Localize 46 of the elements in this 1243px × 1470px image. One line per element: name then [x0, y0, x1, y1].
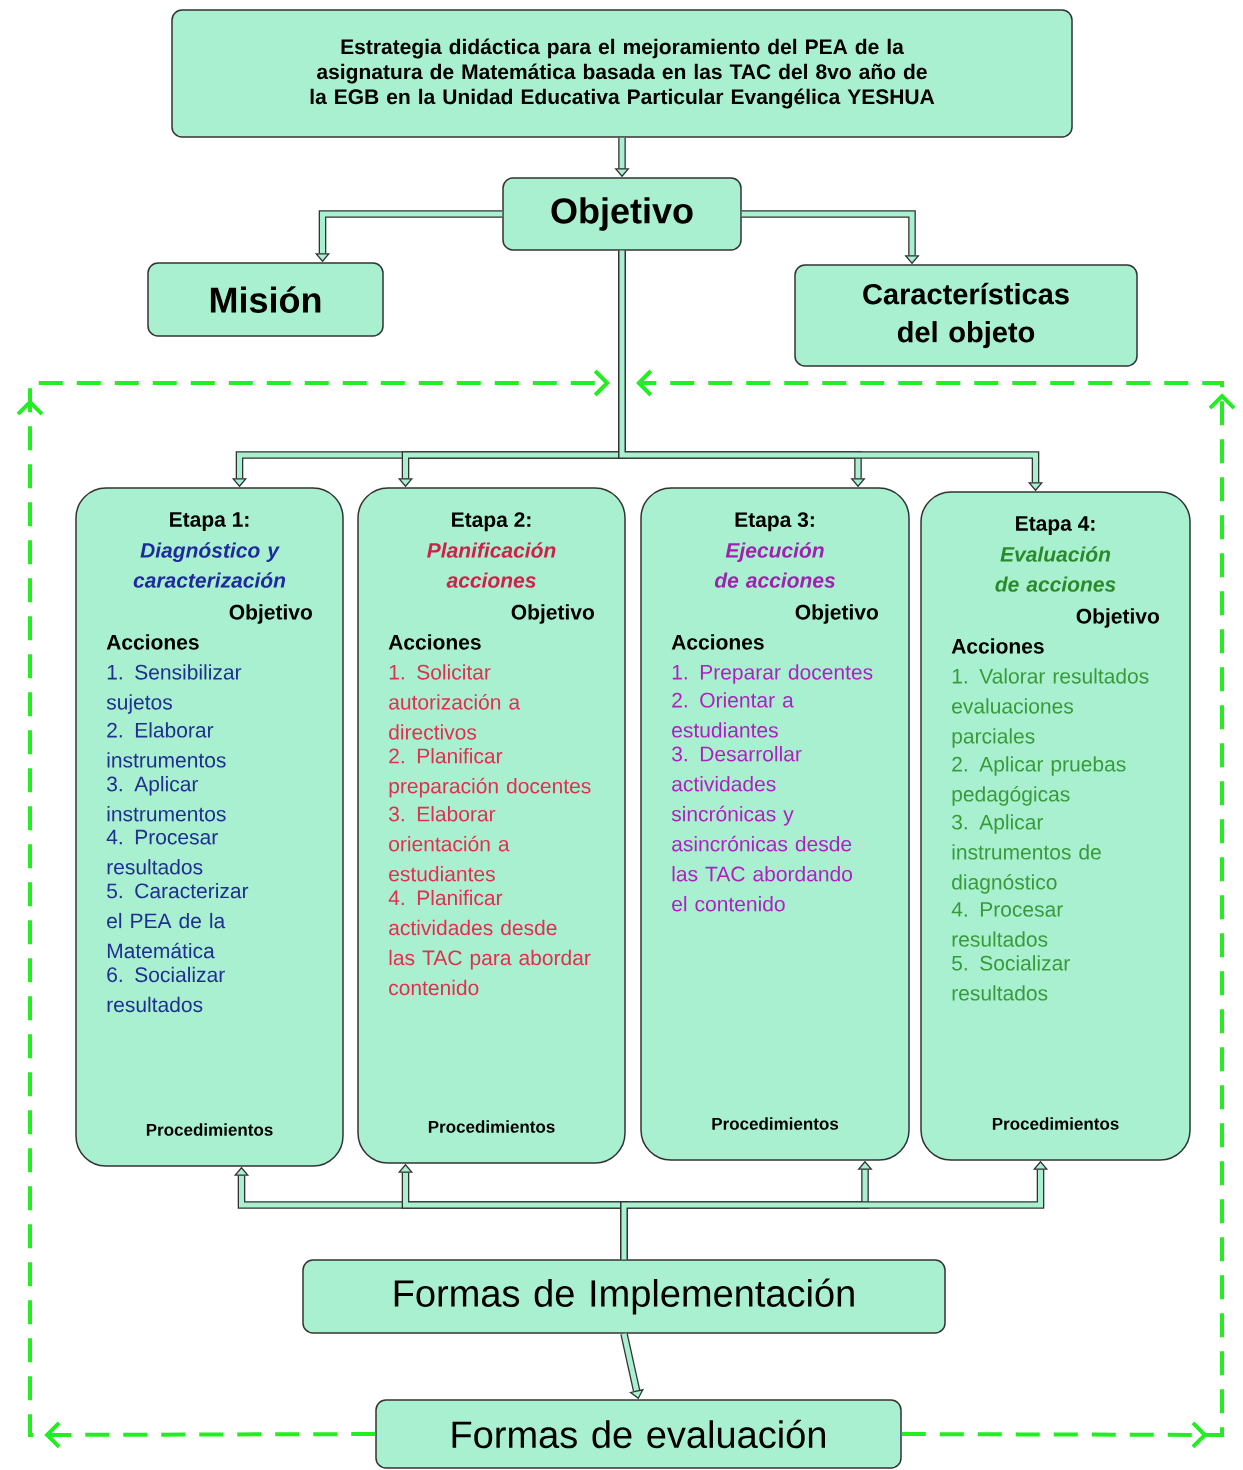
stage-heading: Ejecución de acciones	[714, 542, 835, 588]
action-item: 4. Procesar resultados	[951, 902, 1063, 947]
action-item: 3. Aplicar instrumentos	[107, 776, 226, 822]
stage-heading: Evaluación de acciones	[995, 546, 1116, 592]
action-item: 2. Elaborar instrumentos	[107, 722, 226, 768]
actions-label: Acciones	[106, 634, 199, 650]
objective-label: Objetivo	[1076, 608, 1159, 628]
stage-title: Etapa 3:	[735, 512, 814, 532]
action-item: 2. Planificar preparación docentes	[389, 748, 591, 798]
objective-label: Objetivo	[511, 604, 594, 624]
action-item: 2. Orientar a estudiantes	[672, 692, 794, 738]
objective-label: Objetivo	[229, 604, 312, 624]
action-item: 6. Socializar resultados	[107, 966, 225, 1013]
procedures-label: Procedimientos	[146, 1123, 273, 1136]
action-item: 4. Planificar actividades desde las TAC para abordar contenido	[388, 889, 591, 996]
objective-box: Objetivo	[502, 177, 742, 251]
mission-box: Misión	[147, 262, 384, 337]
action-item: 5. Caracterizar el PEA de la Matemática	[107, 882, 249, 959]
actions-label: Acciones	[671, 634, 764, 650]
arrow	[16, 369, 610, 1449]
action-item: 1. Solicitar autorización a directivos	[389, 664, 521, 740]
action-item: 1. Preparar docentes	[672, 664, 873, 684]
stage-heading: Planificación acciones	[427, 542, 556, 588]
arrow	[636, 369, 1236, 1449]
action-item: 3. Elaborar orientación a estudiantes	[389, 806, 510, 882]
action-item: 1. Valorar resultados evaluaciones parciales	[952, 668, 1149, 748]
objective-label: Objetivo	[795, 604, 878, 624]
stage-heading: Diagnóstico y caracterización	[133, 542, 286, 588]
stage-title: Etapa 1:	[170, 512, 249, 531]
action-item: 3. Desarrollar actividades sincrónicas y asincrónicas desde las TAC abordando el contenido	[671, 746, 852, 912]
action-item: 5. Socializar resultados	[952, 955, 1070, 1001]
procedures-label: Procedimientos	[428, 1120, 555, 1133]
procedures-label: Procedimientos	[992, 1117, 1119, 1130]
action-item: 3. Aplicar instrumentos de diagnóstico	[952, 814, 1101, 894]
stage-title: Etapa 4:	[1016, 516, 1095, 535]
action-item: 4. Procesar resultados	[106, 829, 218, 875]
stage-title: Etapa 2:	[452, 512, 531, 532]
procedures-label: Procedimientos	[712, 1117, 839, 1130]
characteristics-box: Características del objeto	[794, 264, 1138, 367]
actions-label: Acciones	[388, 634, 481, 650]
action-item: 1. Sensibilizar sujetos	[106, 664, 242, 714]
actions-label: Acciones	[951, 638, 1044, 654]
title-box: Estrategia didáctica para el mejoramiento del PEA de la asignatura de Matemática basada en las TAC del 8vo año de la EGB en la Unidad Educativa Particular Evangélica YESHUA	[171, 9, 1073, 138]
implementation-box: Formas de Implementación	[302, 1259, 946, 1334]
action-item: 2. Aplicar pruebas pedagógicas	[952, 756, 1126, 806]
evaluation-box: Formas de evaluación	[375, 1399, 902, 1469]
